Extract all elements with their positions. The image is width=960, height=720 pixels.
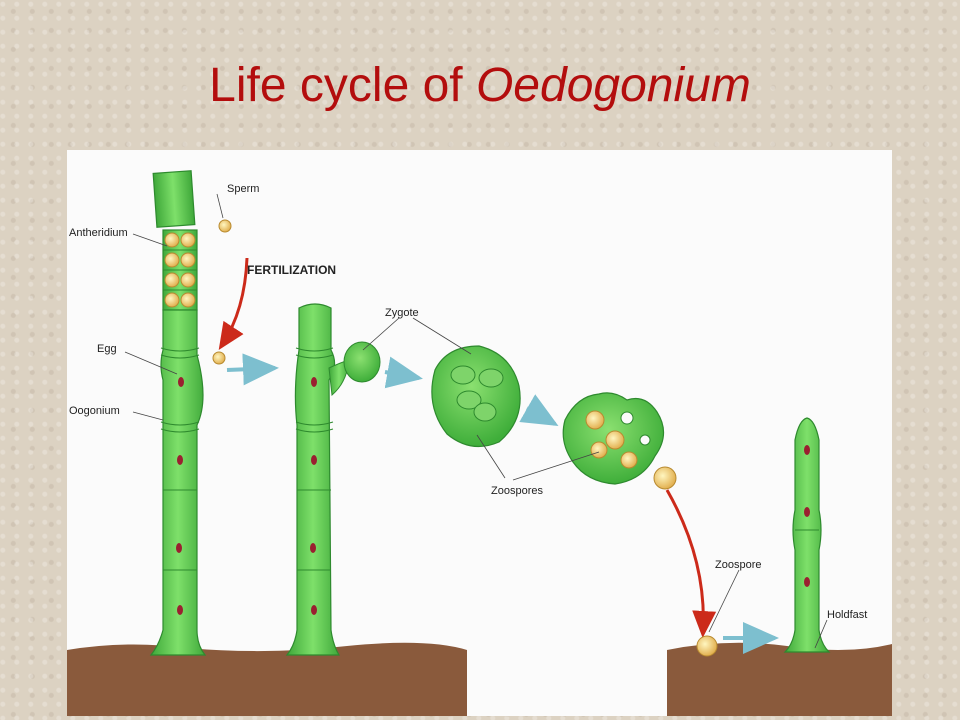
title-main: Life cycle of — [209, 59, 476, 112]
soil-ground — [67, 642, 467, 716]
sperm-at-egg — [212, 351, 226, 365]
sperm-cell — [218, 219, 232, 233]
label-egg: Egg — [97, 343, 117, 355]
settling-arrow — [665, 489, 717, 638]
label-holdfast: Holdfast — [827, 609, 867, 621]
label-sperm: Sperm — [227, 183, 259, 195]
new-filament — [783, 417, 831, 653]
filament-2 — [285, 303, 381, 656]
title-italic: Oedogonium — [475, 59, 751, 112]
fertilization-arrow — [218, 257, 249, 351]
filament-1 — [149, 170, 207, 656]
arrow-to-zoospore-release — [519, 394, 559, 426]
zygote — [431, 345, 521, 448]
label-oogonium: Oogonium — [69, 405, 120, 417]
label-zoospores: Zoospores — [491, 485, 543, 497]
arrow-to-zygote-stage — [226, 353, 279, 386]
label-zoospore: Zoospore — [715, 559, 761, 571]
soil-ground-right — [667, 642, 892, 716]
slide-title: Life cycle of Oedogonium — [0, 62, 960, 110]
zoospore-release — [562, 392, 677, 490]
label-fertilization: FERTILIZATION — [247, 263, 336, 277]
settled-zoospore — [696, 635, 718, 657]
diagram-svg: Sperm Antheridium FERTILIZATION Egg Oogo… — [67, 170, 892, 716]
arrow-to-zygote — [384, 356, 423, 389]
label-antheridium: Antheridium — [69, 227, 128, 239]
life-cycle-diagram: Sperm Antheridium FERTILIZATION Egg Oogo… — [67, 150, 892, 716]
label-zygote: Zygote — [385, 307, 419, 319]
leader-lines — [124, 193, 828, 649]
